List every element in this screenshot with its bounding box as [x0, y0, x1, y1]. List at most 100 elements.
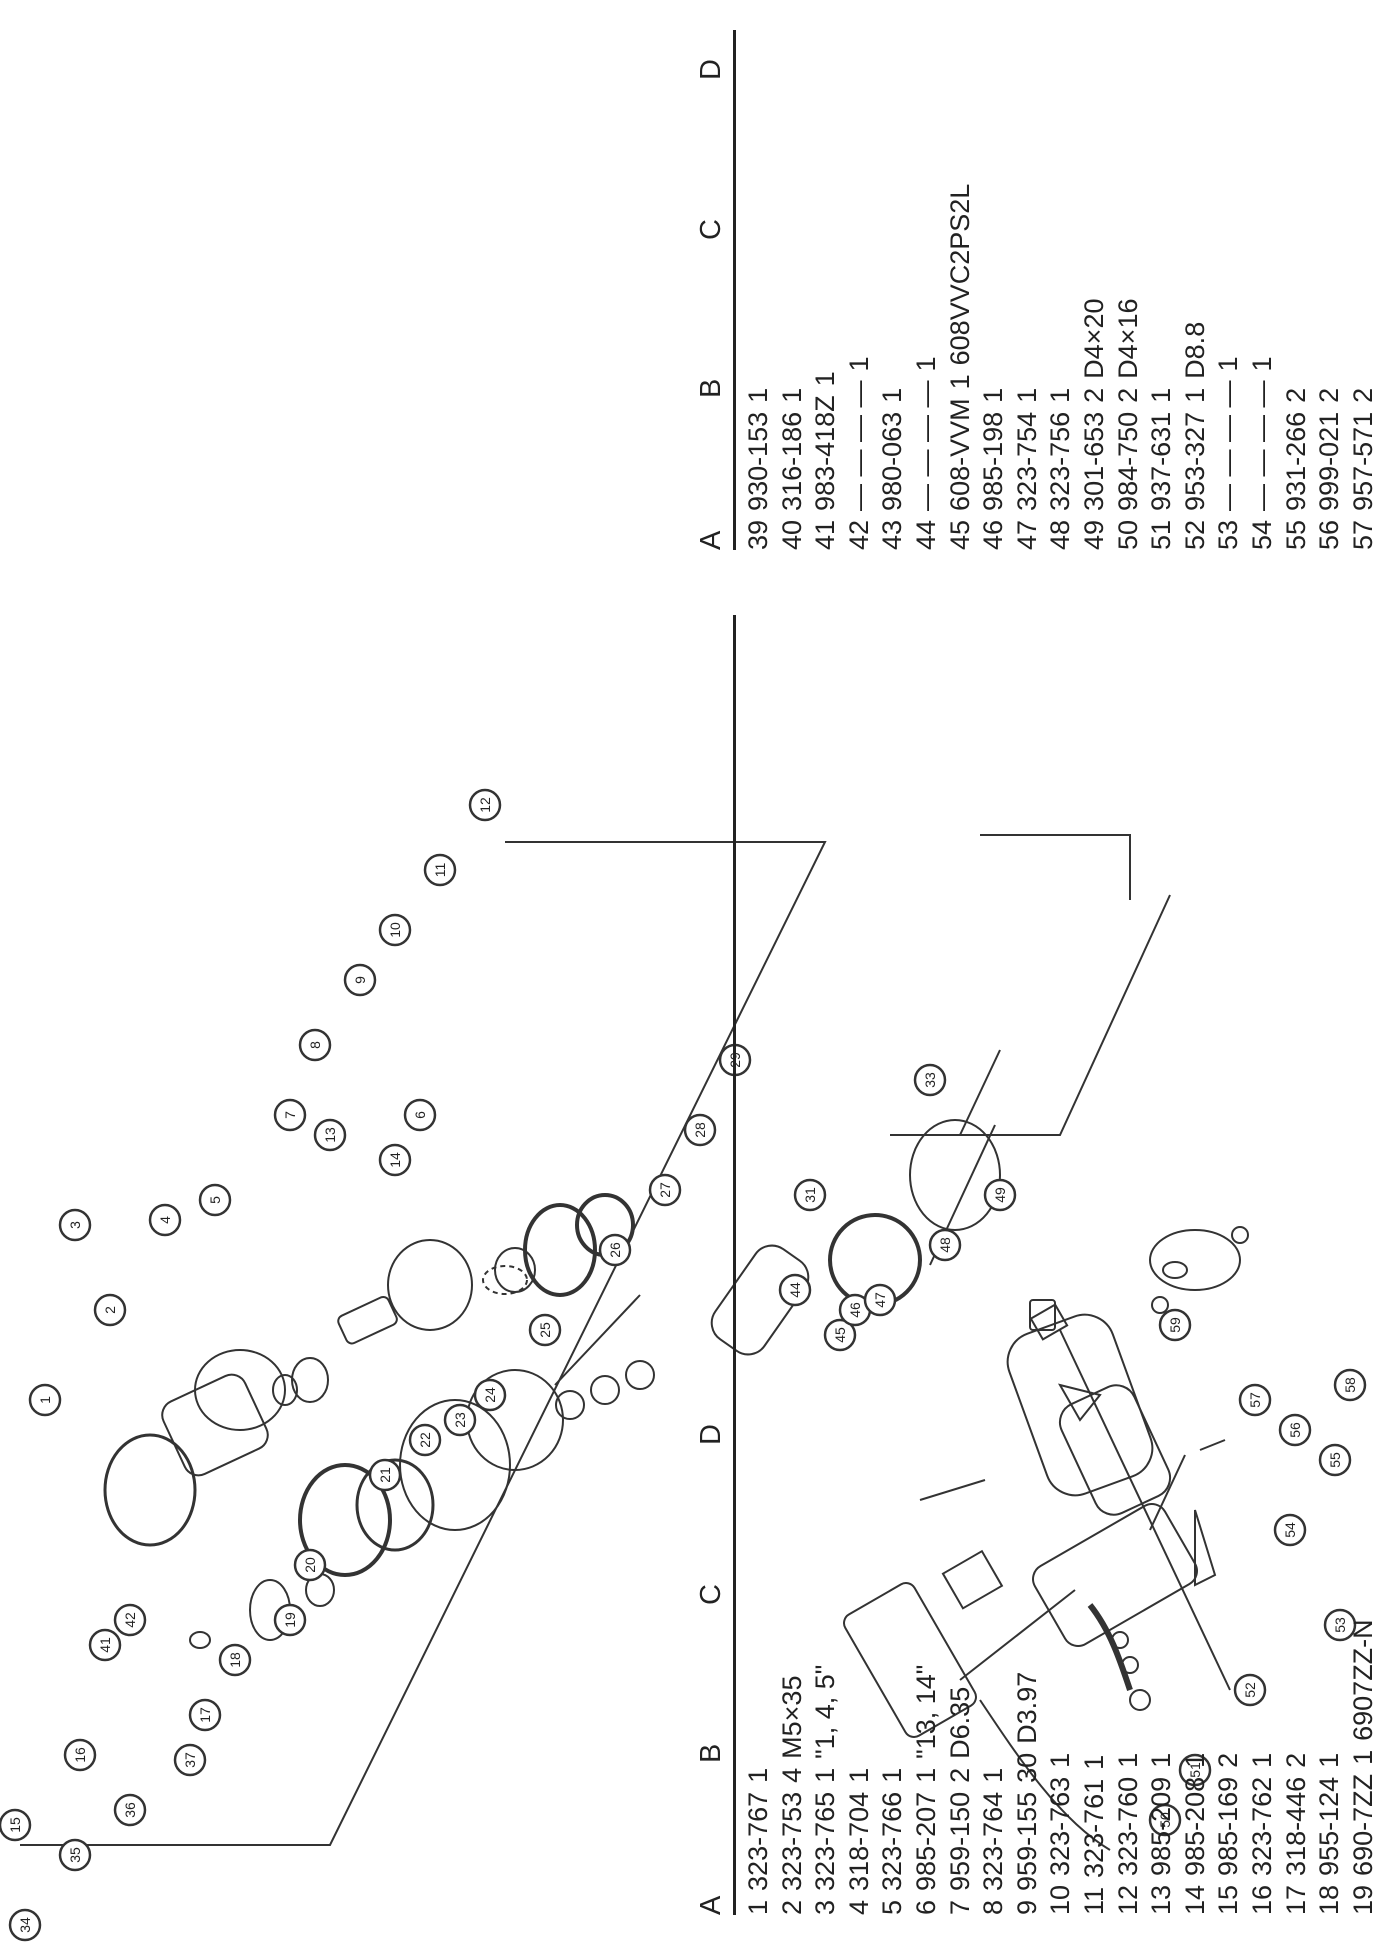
cell-a: 15	[1213, 1884, 1244, 1915]
callout-59: 59	[1158, 1308, 1192, 1342]
part-shape	[979, 1699, 1111, 1851]
table-row: 47323-7541	[1011, 30, 1045, 550]
table-row: 6985-2071"13, 14"	[910, 615, 944, 1915]
cell-b: 323-771	[1381, 411, 1385, 511]
cell-c: 1	[1146, 1752, 1177, 1768]
callout-circle	[113, 1603, 147, 1637]
callout-number: 36	[122, 1802, 138, 1818]
callout-47: 47	[863, 1283, 897, 1317]
cell-a: 3	[810, 1899, 841, 1915]
callout-circle	[93, 1293, 127, 1327]
group-frame	[890, 894, 1171, 1136]
cell-b: — — — —	[910, 380, 941, 511]
cell-c: 1	[1246, 356, 1277, 372]
table-row: 39930-1531	[742, 30, 776, 550]
part-shape	[590, 1375, 620, 1405]
part-shape	[843, 1582, 977, 1738]
callout-circle	[823, 1318, 857, 1352]
part-shape	[399, 1399, 511, 1531]
callout-22: 22	[408, 1423, 442, 1457]
cell-b: 690-7ZZ	[1347, 1773, 1378, 1876]
cell-c: 1	[1213, 356, 1244, 372]
callout-number: 57	[1247, 1392, 1263, 1408]
table-row: 10323-7631	[1044, 615, 1078, 1915]
callout-number: 42	[122, 1612, 138, 1628]
callout-number: 28	[692, 1122, 708, 1138]
cell-c: 2	[1280, 1752, 1311, 1768]
callout-number: 29	[727, 1052, 743, 1068]
callout-42: 42	[113, 1603, 147, 1637]
part-shape	[1162, 1261, 1188, 1279]
cell-d: 6907ZZ-N	[1347, 1619, 1378, 1741]
part-shape	[355, 1458, 435, 1552]
callout-number: 45	[832, 1327, 848, 1343]
callout-circle	[423, 853, 457, 887]
callout-37: 37	[173, 1743, 207, 1777]
callout-number: 3	[67, 1221, 83, 1229]
callout-circle	[63, 1738, 97, 1772]
cell-b: 985-198	[978, 411, 1009, 511]
table-row: 46985-1981	[977, 30, 1011, 550]
callout-number: 6	[412, 1111, 428, 1119]
cell-c: 1	[776, 387, 807, 403]
callout-number: 52	[1242, 1682, 1258, 1698]
table-row: 58323-7711"56, 58"	[1380, 30, 1385, 550]
part-shape	[494, 1247, 536, 1293]
table-row: 45608-VVM1608VVC2PS2L	[944, 30, 978, 550]
callout-circle	[313, 1118, 347, 1152]
cell-a: 50	[1112, 519, 1143, 550]
cell-c: 1	[1045, 1752, 1076, 1768]
part-shape	[1199, 1439, 1226, 1451]
cell-c: 1	[1380, 1721, 1385, 1736]
callout-number: 22	[417, 1432, 433, 1448]
callout-circle	[468, 788, 502, 822]
callout-circle	[598, 1233, 632, 1267]
table-row: 17318-4462	[1280, 615, 1314, 1915]
callout-number: 26	[607, 1242, 623, 1258]
part-shape	[1111, 1631, 1129, 1649]
callout-number: 1	[37, 1396, 53, 1404]
table-row: 50984-7502D4×16	[1112, 30, 1146, 551]
callout-circle	[403, 1098, 437, 1132]
cell-b: 931-266	[1280, 411, 1311, 511]
callout-number: 34	[17, 1917, 33, 1933]
callout-27: 27	[648, 1173, 682, 1207]
cell-a: 12	[1112, 1884, 1143, 1915]
cell-b: 985-169	[1213, 1776, 1244, 1876]
callout-number: 17	[197, 1707, 213, 1723]
table-row: 9959-15530D3.97	[1011, 615, 1045, 1915]
cell-a: 10	[1045, 1884, 1076, 1915]
callout-circle	[1148, 1803, 1182, 1837]
cell-c: 1	[1380, 388, 1385, 403]
callout-50: 50	[1148, 1803, 1182, 1837]
callout-circle	[378, 1143, 412, 1177]
cell-b: 323-753	[776, 1791, 807, 1891]
cell-b: — — — —	[1246, 380, 1277, 511]
callout-12: 12	[468, 788, 502, 822]
cell-b: 985-208	[1179, 1776, 1210, 1876]
cell-a: 56	[1314, 519, 1345, 550]
cell-b: 953-327	[1179, 411, 1210, 511]
cell-d: "1, 4, 5"	[810, 1664, 841, 1759]
part-shape	[959, 1589, 1076, 1681]
callout-10: 10	[378, 913, 412, 947]
table-row: 7959-1502D6.35	[944, 615, 978, 1915]
cell-a: 13	[1146, 1884, 1177, 1915]
cell-b: 323-761	[1078, 1778, 1109, 1878]
cell-b: 318-704	[843, 1791, 874, 1891]
callout-13: 13	[313, 1118, 347, 1152]
table-row: 44— — — —1	[910, 30, 944, 550]
table-row: 48323-7561	[1044, 30, 1078, 550]
cell-a: 58	[1381, 519, 1385, 550]
cell-a: 46	[978, 519, 1009, 550]
cell-a: 14	[1179, 1884, 1210, 1915]
group-frame	[1149, 1454, 1186, 1531]
callout-17: 17	[188, 1698, 222, 1732]
callout-49: 49	[983, 1178, 1017, 1212]
cell-c: 1	[877, 1767, 908, 1783]
cell-c: 2	[1314, 387, 1345, 403]
callout-circle	[8, 1908, 42, 1942]
